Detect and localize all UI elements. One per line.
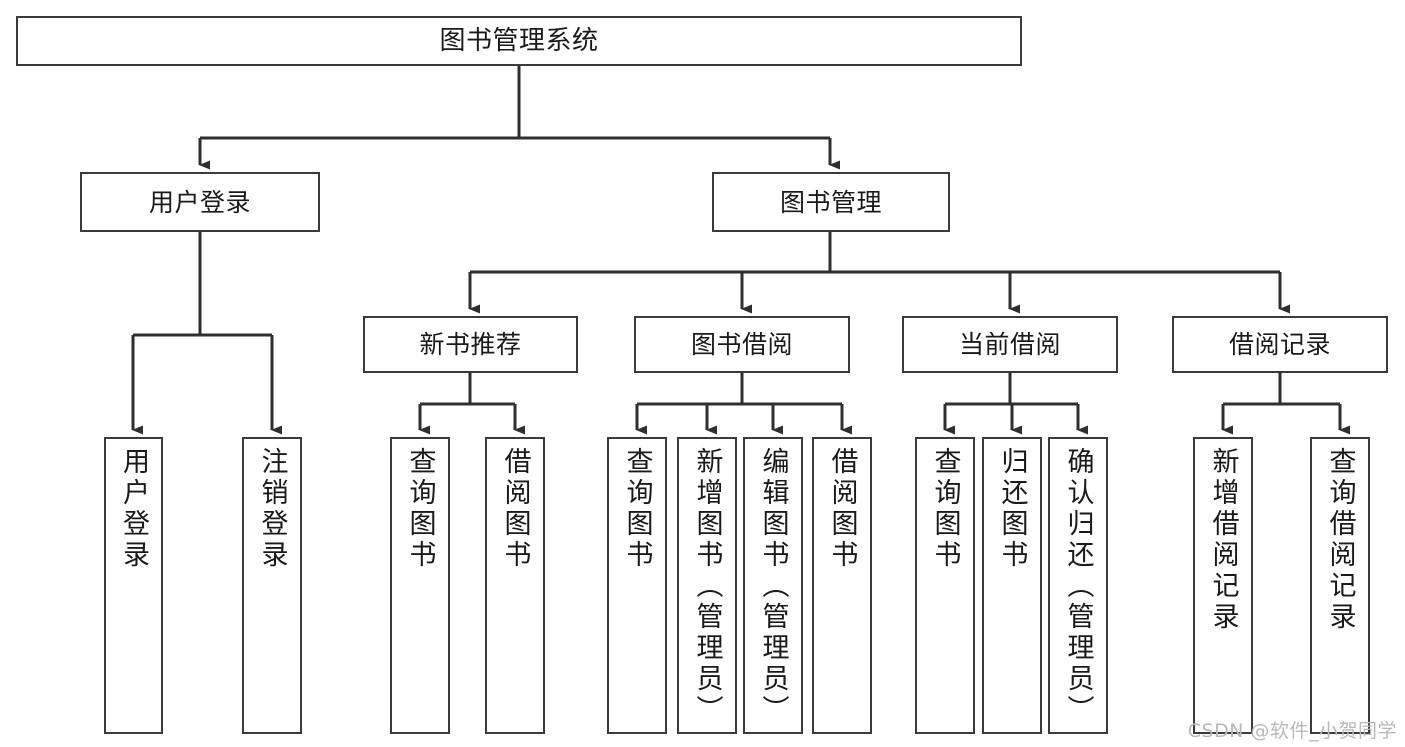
node-label: 查询借阅记录 bbox=[1324, 447, 1356, 633]
leaf-query-book-current[interactable]: 查询图书 bbox=[915, 437, 975, 734]
node-label: 查询图书 bbox=[621, 447, 653, 571]
node-label: 用户登录 bbox=[118, 447, 149, 571]
leaf-edit-book-admin[interactable]: 编辑图书（管理员） bbox=[743, 437, 803, 734]
leaf-add-book-admin[interactable]: 新增图书（管理员） bbox=[677, 437, 737, 734]
node-book-manage[interactable]: 图书管理 bbox=[712, 172, 950, 232]
node-label: 注销登录 bbox=[256, 447, 288, 571]
node-label: 查询图书 bbox=[929, 447, 961, 571]
node-label: 图书借阅 bbox=[690, 330, 793, 359]
node-label: 借阅图书 bbox=[499, 447, 531, 571]
leaf-borrow-book-recommend[interactable]: 借阅图书 bbox=[485, 437, 545, 734]
leaf-confirm-return-admin[interactable]: 确认归还（管理员） bbox=[1048, 437, 1108, 734]
node-root-book-management-system[interactable]: 图书管理系统 bbox=[16, 16, 1022, 66]
node-borrow-record[interactable]: 借阅记录 bbox=[1172, 316, 1388, 373]
node-label: 当前借阅 bbox=[958, 330, 1061, 359]
leaf-return-book[interactable]: 归还图书 bbox=[982, 437, 1042, 734]
node-label: 确认归还（管理员） bbox=[1062, 447, 1094, 726]
node-label: 图书管理系统 bbox=[439, 25, 599, 56]
leaf-user-logout[interactable]: 注销登录 bbox=[242, 437, 302, 734]
node-label: 归还图书 bbox=[996, 447, 1028, 571]
node-label: 新增图书（管理员） bbox=[691, 447, 723, 726]
node-user-login[interactable]: 用户登录 bbox=[80, 172, 320, 232]
leaf-borrow-book-borrow[interactable]: 借阅图书 bbox=[812, 437, 872, 734]
node-current-borrow[interactable]: 当前借阅 bbox=[902, 316, 1118, 373]
leaf-user-login[interactable]: 用户登录 bbox=[104, 437, 163, 734]
node-label: 新书推荐 bbox=[419, 330, 522, 359]
leaf-query-book-recommend[interactable]: 查询图书 bbox=[390, 437, 450, 734]
node-book-borrow[interactable]: 图书借阅 bbox=[634, 316, 850, 373]
leaf-query-book-borrow[interactable]: 查询图书 bbox=[607, 437, 667, 734]
node-label: 用户登录 bbox=[148, 187, 251, 217]
node-label: 借阅记录 bbox=[1228, 330, 1331, 359]
node-label: 编辑图书（管理员） bbox=[757, 447, 789, 726]
node-label: 图书管理 bbox=[779, 187, 882, 217]
node-label: 新增借阅记录 bbox=[1207, 447, 1239, 633]
leaf-query-borrow-record[interactable]: 查询借阅记录 bbox=[1310, 437, 1370, 734]
node-label: 借阅图书 bbox=[826, 447, 858, 571]
leaf-add-borrow-record[interactable]: 新增借阅记录 bbox=[1193, 437, 1253, 734]
node-label: 查询图书 bbox=[404, 447, 436, 571]
node-new-book-recommend[interactable]: 新书推荐 bbox=[363, 316, 578, 373]
watermark-text: CSDN @软件_小贺同学 bbox=[1187, 720, 1397, 742]
